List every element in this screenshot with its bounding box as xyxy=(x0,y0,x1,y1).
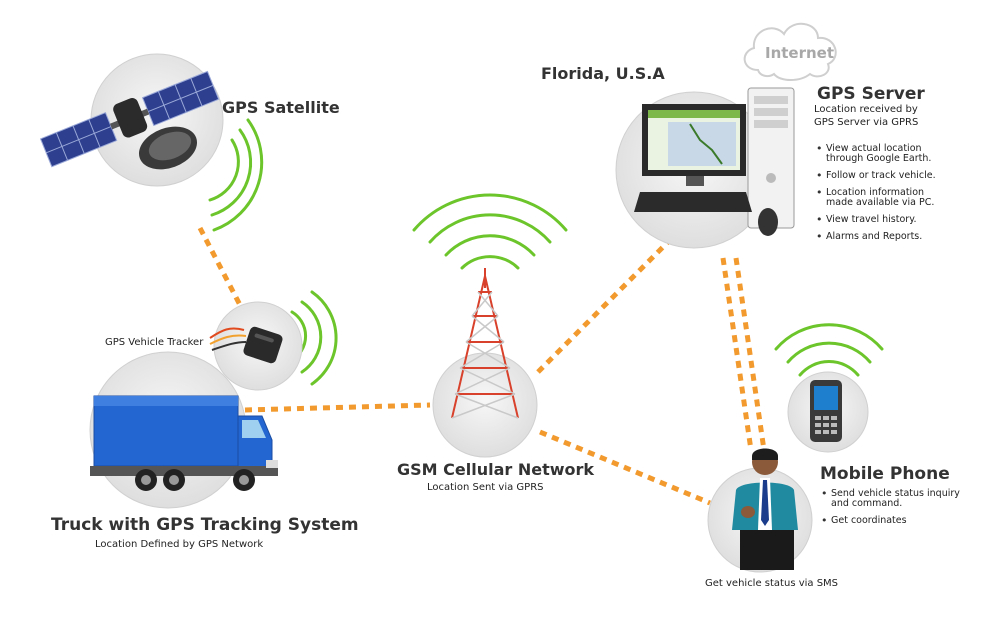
truck-title: Truck with GPS Tracking System xyxy=(51,515,359,535)
phone-feature-item: Get coordinates xyxy=(821,516,1001,527)
satellite-title: GPS Satellite xyxy=(222,98,340,117)
gps-tracker-icon xyxy=(209,326,283,364)
cell-tower-icon xyxy=(451,268,519,419)
gsm-subtitle: Location Sent via GPRS xyxy=(427,482,544,493)
link-tower-server xyxy=(536,240,670,374)
server-feature-item: View actual location through Google Eart… xyxy=(816,144,1001,164)
internet-cloud-label: Internet xyxy=(765,44,835,62)
signal-waves xyxy=(208,118,884,386)
truck-subtitle: Location Defined by GPS Network xyxy=(95,539,264,550)
link-satellite-tracker xyxy=(197,226,243,307)
location-label: Florida, U.S.A xyxy=(541,64,665,83)
truck-icon xyxy=(90,395,278,491)
server-subtitle-line2: GPS Server via GPRS xyxy=(814,117,919,128)
server-subtitle-line1: Location received by xyxy=(814,104,918,115)
phone-title: Mobile Phone xyxy=(820,464,950,484)
server-feature-item: Location information made available via … xyxy=(816,188,1001,208)
tracker-label: GPS Vehicle Tracker xyxy=(105,337,204,348)
server-computer-icon xyxy=(634,87,795,236)
phone-feature-item: Send vehicle status inquiry and command. xyxy=(821,489,1001,509)
internet-cloud-icon xyxy=(743,23,837,81)
gps-satellite-icon xyxy=(39,70,220,170)
link-tower-person xyxy=(539,429,711,506)
gsm-title: GSM Cellular Network xyxy=(397,460,595,479)
phone-feature-list: Send vehicle status inquiry and command.… xyxy=(821,489,1001,533)
link-server-person-a xyxy=(720,257,754,451)
server-feature-item: Alarms and Reports. xyxy=(816,232,1001,243)
server-feature-item: Follow or track vehicle. xyxy=(816,171,1001,182)
server-feature-item: View travel history. xyxy=(816,215,1001,226)
person-caption: Get vehicle status via SMS xyxy=(705,578,839,589)
mobile-phone-icon xyxy=(810,380,842,442)
server-title: GPS Server xyxy=(817,84,925,104)
connection-links xyxy=(197,226,767,506)
link-server-person-b xyxy=(733,257,767,451)
link-truck-tower xyxy=(244,402,431,413)
person-icon xyxy=(732,448,798,570)
server-feature-list: View actual location through Google Eart… xyxy=(816,144,1001,249)
